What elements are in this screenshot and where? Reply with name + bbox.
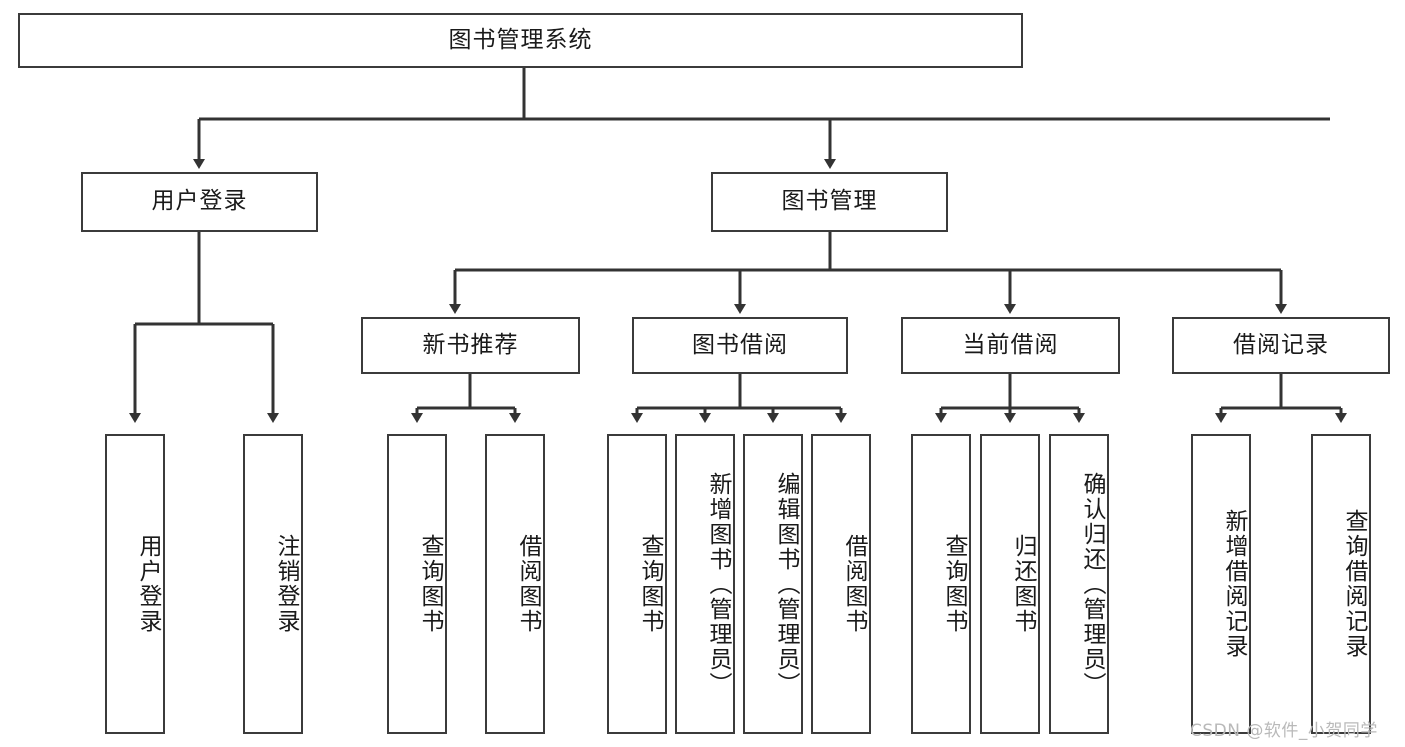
leaf-confirm-return-admin[interactable]: 确认归还（管理员） xyxy=(1049,434,1109,734)
node-label: 图书借阅 xyxy=(692,331,788,358)
node-borrow-records[interactable]: 借阅记录 xyxy=(1172,317,1390,374)
node-label: 借阅记录 xyxy=(1233,331,1329,358)
node-label: 查询借阅记录 xyxy=(1341,509,1367,659)
node-label: 新书推荐 xyxy=(422,331,519,358)
leaf-add-book-admin[interactable]: 新增图书（管理员） xyxy=(675,434,735,734)
node-label: 用户登录 xyxy=(151,188,248,215)
node-label: 新增借阅记录 xyxy=(1221,509,1247,659)
leaf-query-books-current[interactable]: 查询图书 xyxy=(911,434,971,734)
leaf-query-books-recommendation[interactable]: 查询图书 xyxy=(387,434,447,734)
node-label: 新增图书（管理员） xyxy=(705,471,731,697)
leaf-edit-book-admin[interactable]: 编辑图书（管理员） xyxy=(743,434,803,734)
node-label: 查询图书 xyxy=(637,534,663,634)
node-label: 图书管理 xyxy=(781,188,878,215)
leaf-borrow-books-borrowing[interactable]: 借阅图书 xyxy=(811,434,871,734)
node-book-borrowing[interactable]: 图书借阅 xyxy=(632,317,848,374)
watermark-csdn: CSDN @软件_小贺同学 xyxy=(1190,721,1378,741)
node-book-management[interactable]: 图书管理 xyxy=(711,172,948,232)
node-label: 当前借阅 xyxy=(962,331,1059,358)
node-label: 用户登录 xyxy=(135,534,161,634)
node-label: 借阅图书 xyxy=(841,534,867,634)
node-label: 确认归还（管理员） xyxy=(1079,471,1105,697)
leaf-query-books-borrowing[interactable]: 查询图书 xyxy=(607,434,667,734)
leaf-add-borrow-record[interactable]: 新增借阅记录 xyxy=(1191,434,1251,734)
node-label: 注销登录 xyxy=(273,534,299,634)
leaf-user-login[interactable]: 用户登录 xyxy=(105,434,165,734)
leaf-query-borrow-record[interactable]: 查询借阅记录 xyxy=(1311,434,1371,734)
node-label: 查询图书 xyxy=(417,534,443,634)
node-user-login[interactable]: 用户登录 xyxy=(81,172,318,232)
leaf-borrow-books-recommendation[interactable]: 借阅图书 xyxy=(485,434,545,734)
node-current-borrowing[interactable]: 当前借阅 xyxy=(901,317,1120,374)
node-label: 编辑图书（管理员） xyxy=(773,471,799,697)
node-label: 查询图书 xyxy=(941,534,967,634)
node-label: 归还图书 xyxy=(1010,534,1036,634)
node-label: 图书管理系统 xyxy=(448,26,593,53)
leaf-logout[interactable]: 注销登录 xyxy=(243,434,303,734)
node-new-book-recommendation[interactable]: 新书推荐 xyxy=(361,317,580,374)
leaf-return-books[interactable]: 归还图书 xyxy=(980,434,1040,734)
node-label: 借阅图书 xyxy=(515,534,541,634)
node-root-book-management-system[interactable]: 图书管理系统 xyxy=(18,13,1023,68)
